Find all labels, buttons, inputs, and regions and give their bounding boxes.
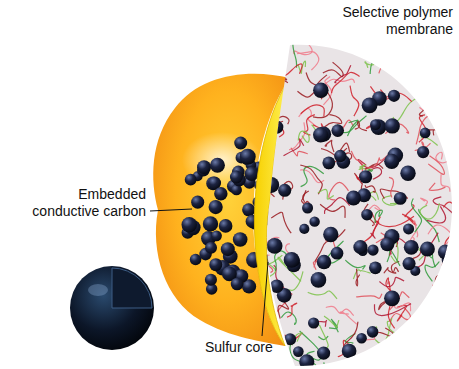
vapour-glow <box>182 132 262 188</box>
carbon-label: Embedded conductive carbon <box>16 186 146 220</box>
leader-line <box>262 262 268 336</box>
core-label: Sulfur core <box>205 339 315 356</box>
carbon-sphere-inset <box>70 266 154 350</box>
leader-line <box>150 209 192 211</box>
polymer-membrane <box>243 14 459 369</box>
membrane-label: Selective polymer membrane <box>325 4 453 38</box>
